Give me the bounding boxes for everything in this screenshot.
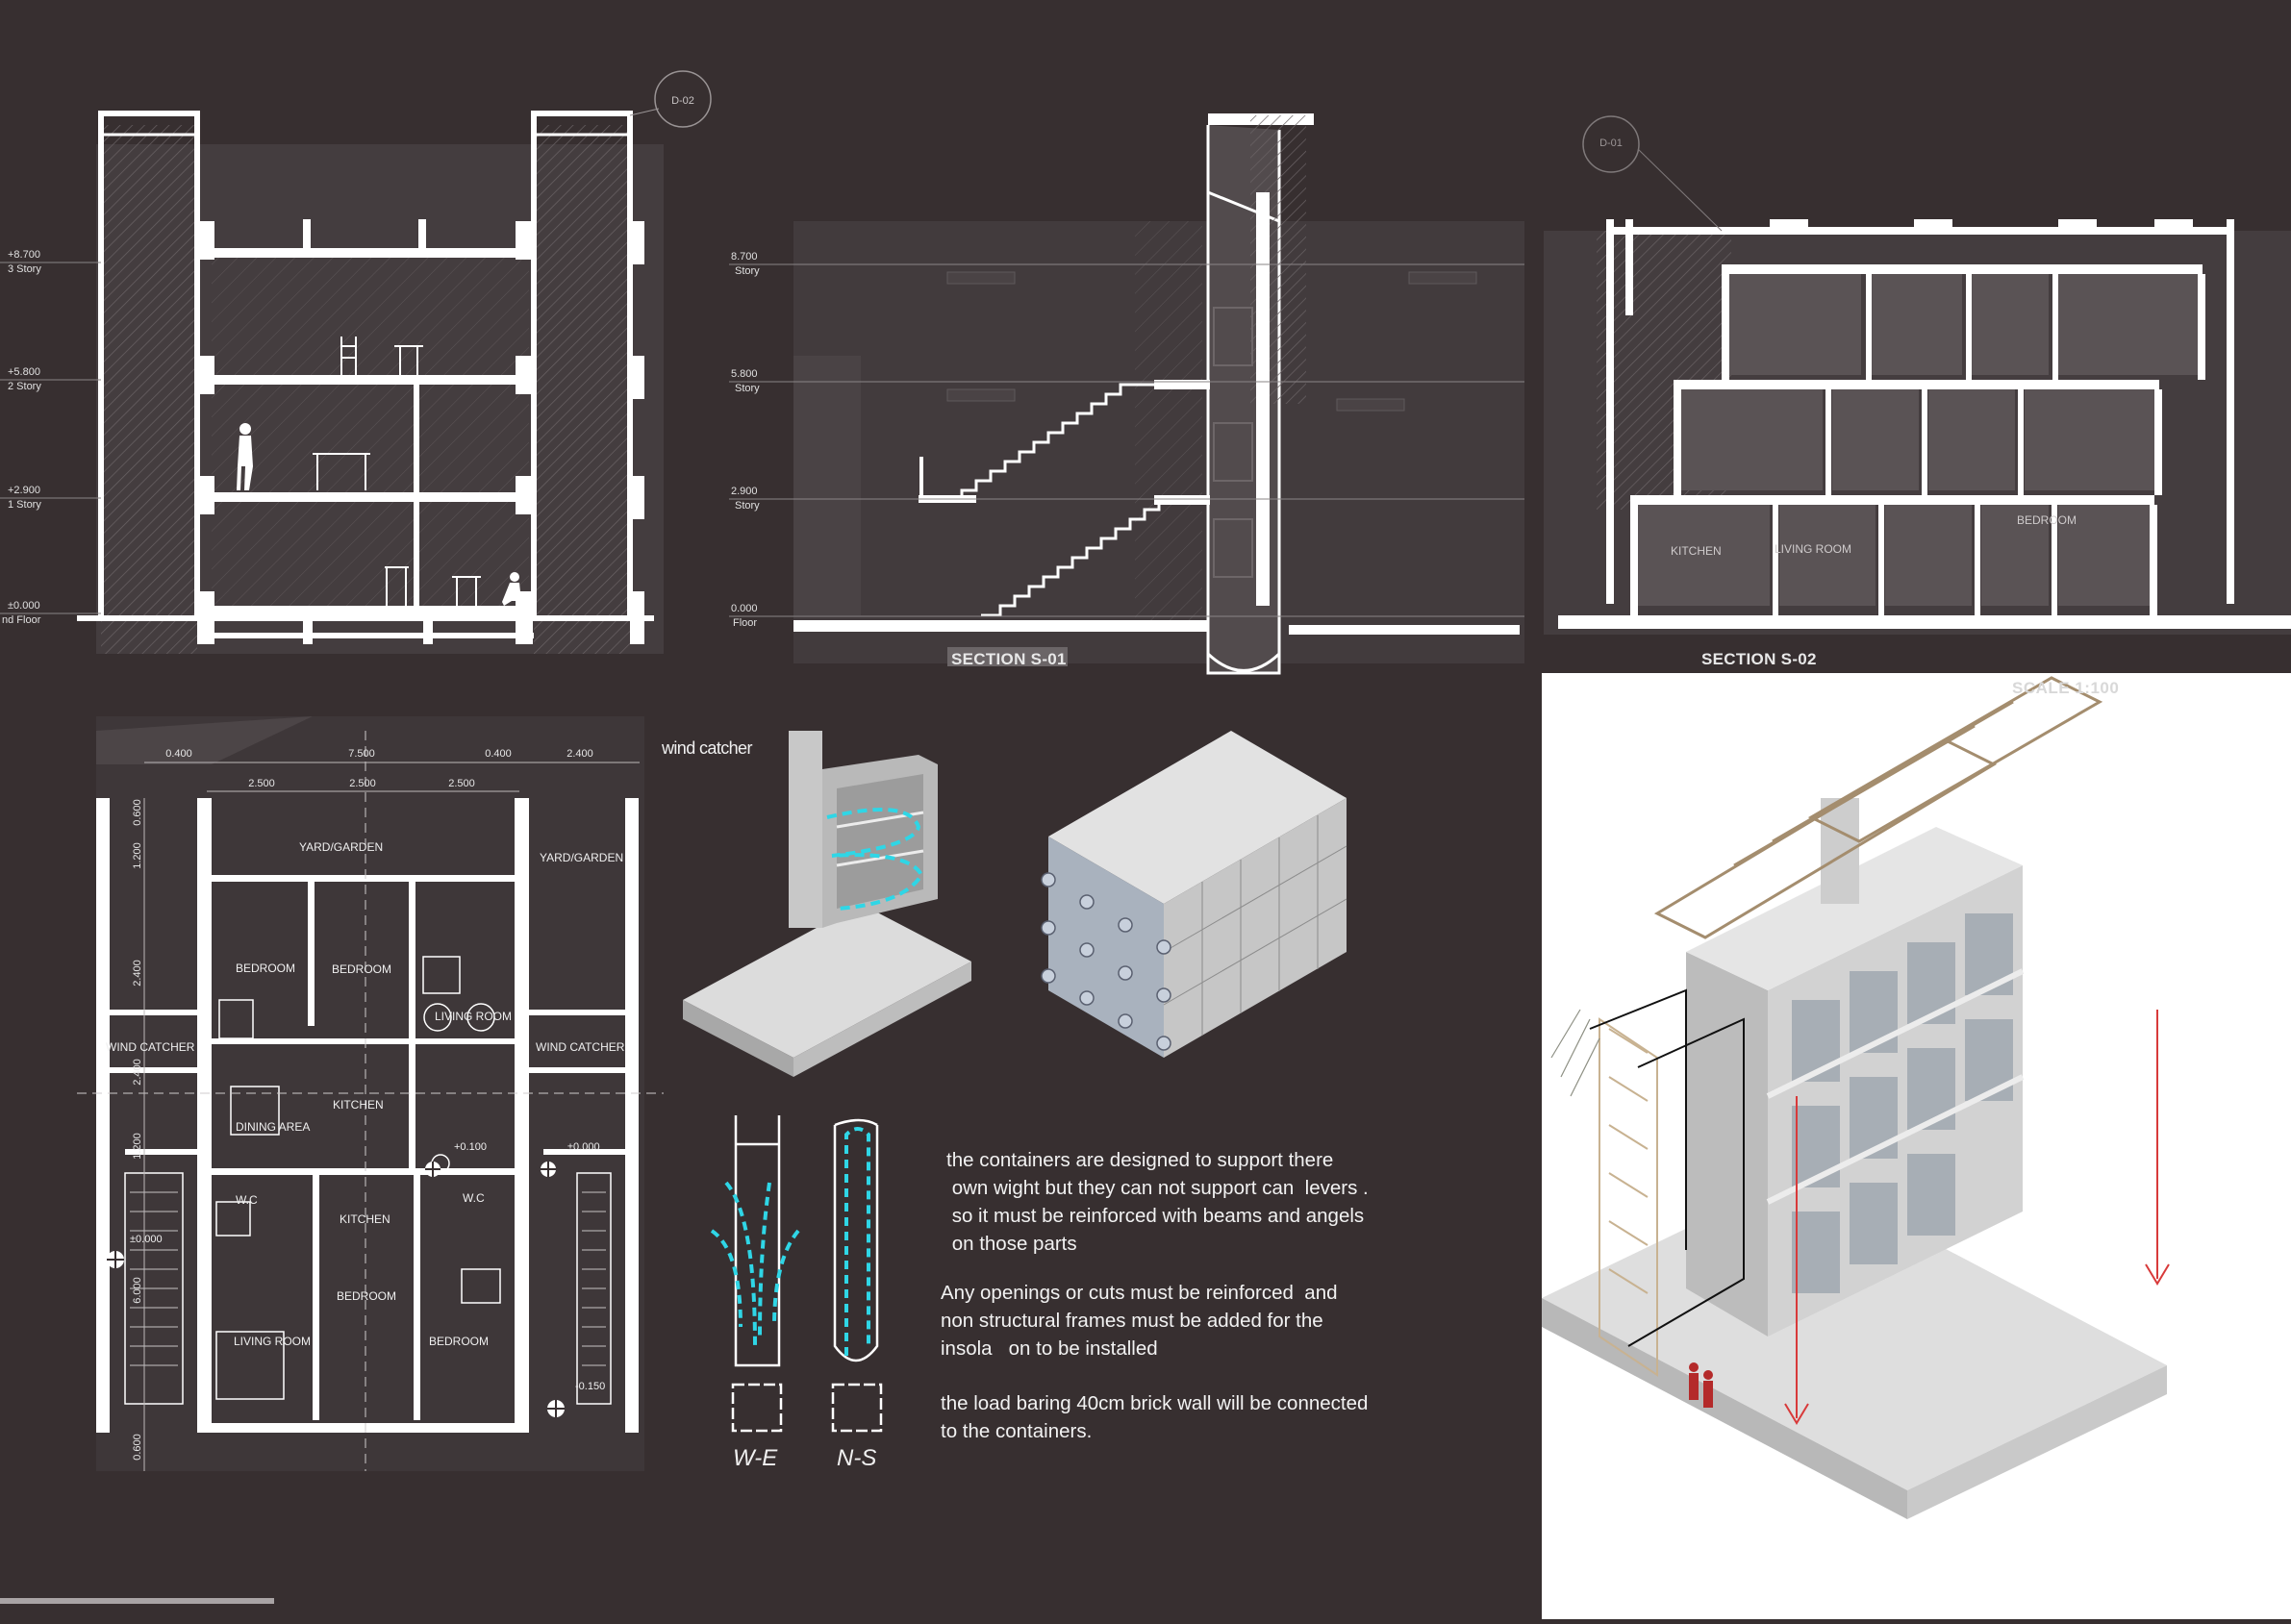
room-wind-catcher-right: WIND CATCHER [536,1040,625,1054]
level-2-value: +5.800 [8,366,40,378]
level-3-name: 3 Story [8,263,41,275]
airflow-sections: W-E N-S [710,1115,883,1471]
bottom-rule [0,1598,274,1604]
room-kitchen-lower: KITCHEN [340,1212,390,1226]
elev-zero-right: ±0.000 [567,1141,600,1153]
we-label: W-E [733,1445,778,1471]
scale-label: SCALE 1:100 [2012,679,2120,697]
room-yard-garden-center: YARD/GARDEN [299,840,383,854]
section-s02-caption: SECTION S-02 [1701,650,1817,668]
room-bedroom-lower-right: BEDROOM [429,1335,489,1348]
ns-label: N-S [837,1445,876,1471]
note-brick-wall: the load baring 40cm brick wall will be … [941,1392,1369,1442]
axonometric-drawing [1542,676,2170,1519]
room-dining-area: DINING AREA [236,1120,310,1134]
dim-sub-1: 2.500 [349,778,376,789]
dim-side-0: 0.600 [132,799,143,826]
room-yard-garden-right: YARD/GARDEN [540,851,623,864]
wind-catcher-label: wind catcher [662,738,752,758]
level-marker-icons [107,1162,565,1417]
s02-room-living: LIVING ROOM [1775,542,1851,556]
dim-top-2: 0.400 [485,748,512,760]
dim-side-4: 1.200 [132,1133,143,1160]
level-2-name: 2 Story [8,381,41,392]
elev-minus-0150: -0.150 [575,1381,605,1392]
dim-sub-0: 2.500 [248,778,275,789]
dim-side-1: 1.200 [132,842,143,869]
room-living-room-upper: LIVING ROOM [435,1010,512,1023]
dim-side-6: 0.600 [132,1434,143,1461]
dim-side-2: 2.400 [132,960,143,987]
axonometric-panel [1542,673,2291,1619]
s01-level-3-value: 8.700 [731,251,758,262]
room-bedroom-lower-middle: BEDROOM [337,1289,396,1303]
note-containers-support: the containers are designed to support t… [946,1149,1369,1255]
room-wc-left: W.C [236,1193,258,1207]
s02-room-kitchen: KITCHEN [1671,544,1722,558]
dim-sub-2: 2.500 [448,778,475,789]
s01-level-1-name: Story [735,500,760,512]
room-kitchen-upper: KITCHEN [333,1098,384,1112]
note-openings-reinforced: Any openings or cuts must be reinforced … [941,1282,1338,1360]
level-3-value: +8.700 [8,249,40,261]
section-a-drawing: D-02 +8.700 3 Story +5.800 2 Story +2.90… [0,70,712,654]
s01-level-3-name: Story [735,265,760,277]
room-bedroom-left: BEDROOM [236,962,295,975]
wind-catcher-diagram [683,731,971,1077]
room-bedroom-middle: BEDROOM [332,962,391,976]
section-s02-drawing: D-01 KITCHEN LIVING ROOM BEDROOM [1544,115,2291,635]
container-stack-diagram [1041,731,1347,1058]
s01-level-0-name: Floor [733,617,757,629]
detail-marker-d02: D-02 [671,95,694,107]
s01-level-0-value: 0.000 [731,603,758,614]
level-1-value: +2.900 [8,485,40,496]
dim-top-3: 2.400 [566,748,593,760]
dim-side-3: 2.400 [132,1059,143,1086]
dim-top-0: 0.400 [165,748,192,760]
level-0-value: ±0.000 [8,600,40,612]
elev-plus-0100: +0.100 [454,1141,487,1153]
room-living-room-lower: LIVING ROOM [234,1335,311,1348]
detail-marker-d01: D-01 [1599,137,1623,149]
room-wind-catcher-left: WIND CATCHER [106,1040,195,1054]
elev-zero-left: ±0.000 [130,1234,163,1245]
floor-plan: 0.400 7.500 0.400 2.400 2.500 2.500 2.50… [77,716,664,1471]
s02-room-bedroom: BEDROOM [2017,513,2077,527]
s01-level-2-value: 5.800 [731,368,758,380]
level-1-name: 1 Story [8,499,41,511]
level-0-name: nd Floor [2,614,41,626]
dim-top-1: 7.500 [348,748,375,760]
dim-side-5: 6.000 [132,1277,143,1304]
s01-level-2-name: Story [735,383,760,394]
section-s01-drawing: 8.700 Story 5.800 Story 2.900 Story 0.00… [729,113,1524,675]
section-s01-caption: SECTION S-01 [951,650,1067,668]
room-wc-right: W.C [463,1191,485,1205]
s01-level-1-value: 2.900 [731,486,758,497]
